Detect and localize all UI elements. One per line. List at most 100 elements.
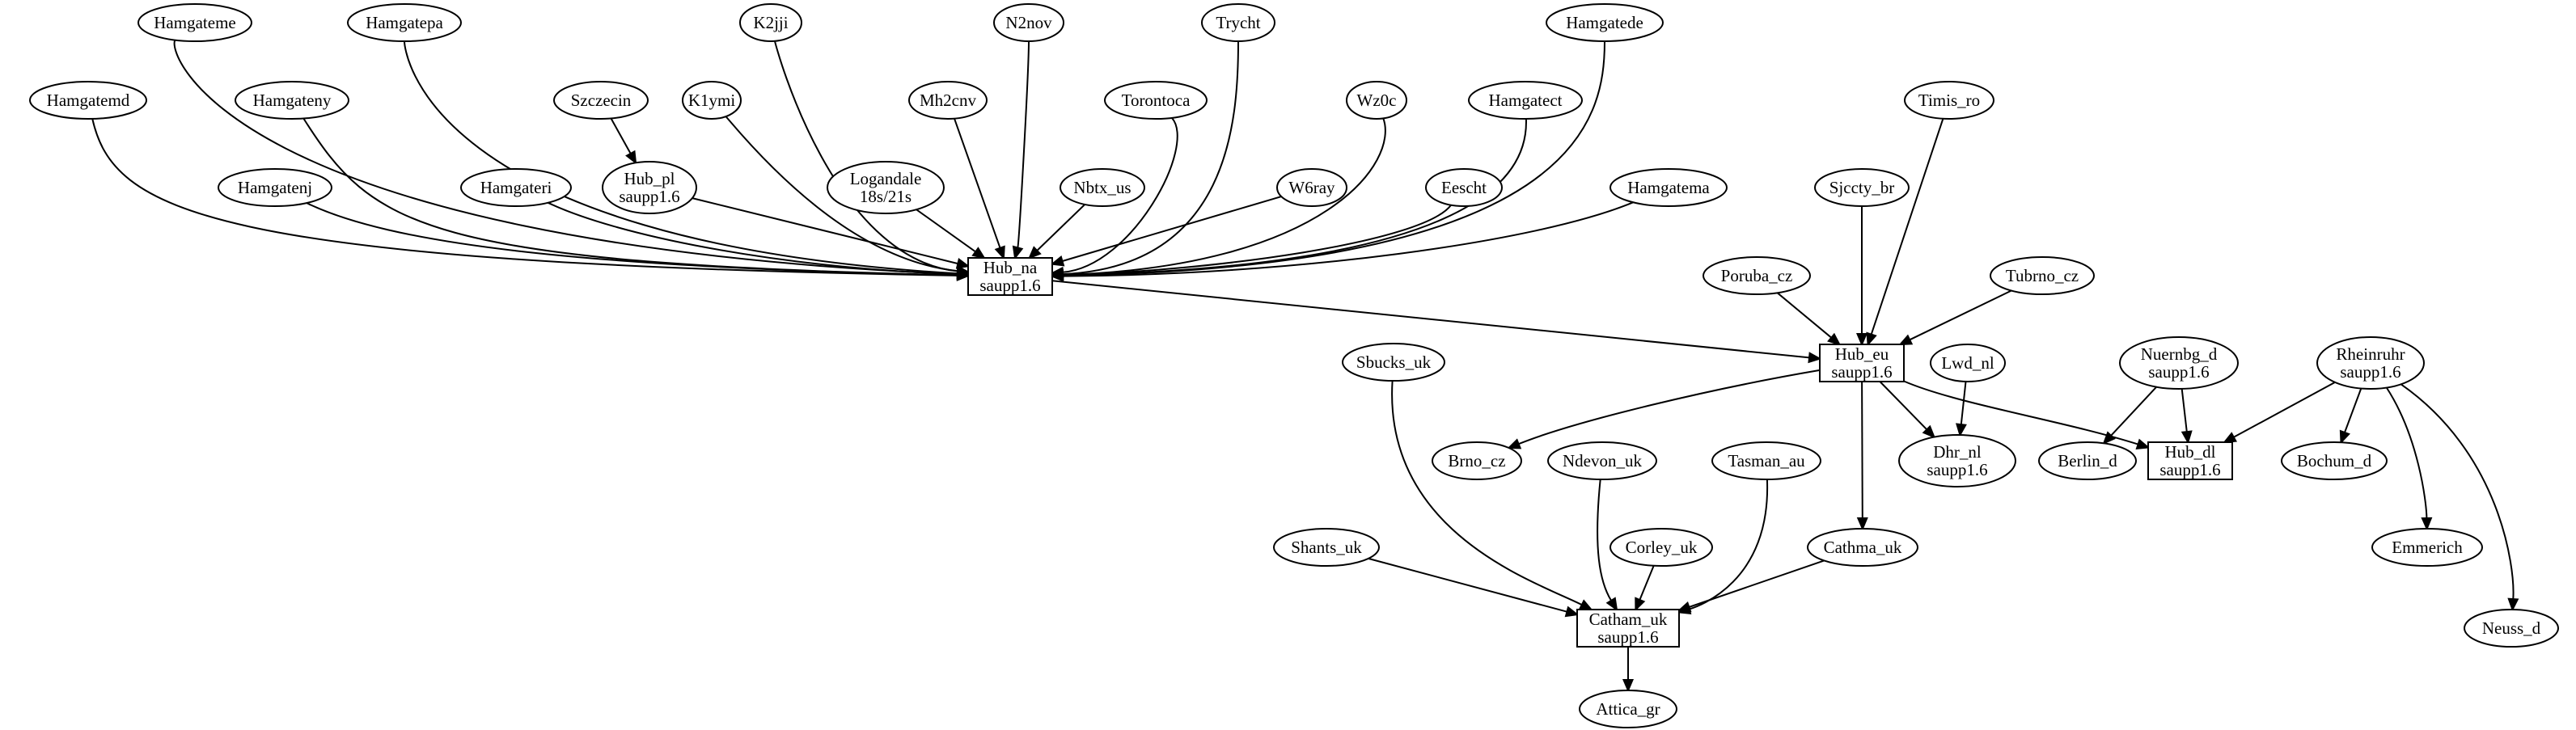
node-ndevon-uk: Ndevon_uk: [1547, 441, 1657, 480]
edge-line: [1391, 380, 1583, 606]
edge-line: [954, 118, 1001, 249]
node-emmerich: Emmerich: [2371, 528, 2483, 567]
edge-line: [1879, 381, 1928, 430]
edge-line: [916, 209, 976, 253]
node-label: Hamgateme: [154, 13, 235, 32]
node-ellipse: [1060, 168, 1145, 207]
edge-line: [2344, 388, 2362, 433]
node-mh2cnv: Mh2cnv: [908, 81, 988, 120]
edge-line: [1062, 201, 1634, 277]
node-label: Sjccty_br: [1829, 178, 1894, 197]
edge-line: [1639, 565, 1655, 601]
edge-trycht-to-hub-na: [1050, 40, 1239, 281]
edge-line: [1062, 40, 1239, 276]
node-label: saupp1.6: [2148, 362, 2209, 382]
edge-line: [725, 116, 958, 272]
node-bochum-d: Bochum_d: [2281, 441, 2388, 480]
edge-line: [1062, 118, 1386, 276]
edge-hamgatede-to-hub-na: [1050, 40, 1605, 281]
node-label: K1ymi: [688, 91, 736, 110]
node-ellipse: [602, 161, 697, 214]
node-label: Nuernbg_d: [2141, 344, 2218, 364]
edge-hub-eu-to-dhr-nl: [1879, 381, 1936, 439]
node-ellipse: [1930, 344, 2006, 382]
node-label: 18s/21s: [860, 187, 912, 206]
node-box: [2147, 441, 2233, 480]
node-label: saupp1.6: [619, 187, 679, 206]
edge-tubrno-cz-to-hub-eu: [1898, 289, 2012, 346]
node-ellipse: [1711, 441, 1821, 480]
edge-shants-uk-to-catham-uk: [1368, 557, 1580, 618]
node-ellipse: [827, 161, 945, 214]
node-label: Nbtx_us: [1073, 178, 1131, 197]
node-ellipse: [1546, 3, 1664, 42]
node-tubrno-cz: Tubrno_cz: [1990, 256, 2095, 295]
node-ellipse: [553, 81, 649, 120]
node-ellipse: [1276, 168, 1347, 207]
node-eescht: Eescht: [1425, 168, 1503, 207]
node-neuss-d: Neuss_d: [2464, 609, 2559, 648]
edge-line: [173, 39, 958, 276]
edge-sbucks-uk-to-catham-uk: [1391, 380, 1593, 611]
arrowhead-icon: [956, 268, 971, 281]
edge-hub-na-to-hub-eu: [1051, 280, 1822, 364]
node-ellipse: [1201, 3, 1275, 42]
edge-hub-pl-to-hub-na: [692, 197, 971, 269]
node-label: Hamgatect: [1489, 91, 1563, 110]
edge-nuernbg-d-to-hub-dl: [2181, 388, 2193, 445]
node-hamgatemd: Hamgatemd: [29, 81, 147, 120]
arrowhead-icon: [994, 245, 1005, 260]
node-ellipse: [1898, 434, 2016, 487]
edge-nbtx-us-to-hub-na: [1027, 204, 1085, 260]
node-corley-uk: Corley_uk: [1609, 528, 1713, 567]
arrowhead-icon: [2135, 438, 2151, 450]
arrowhead-icon: [1027, 246, 1042, 260]
node-ellipse: [993, 3, 1064, 42]
node-label: Emmerich: [2392, 538, 2463, 557]
node-ellipse: [1807, 528, 1918, 567]
node-label: Mh2cnv: [920, 91, 976, 110]
edge-line: [1903, 380, 2138, 445]
edge-line: [1689, 479, 1768, 610]
node-label: Poruba_cz: [1721, 266, 1793, 285]
edge-rheinruhr-to-neuss-d: [2400, 383, 2519, 612]
arrowhead-icon: [2421, 517, 2433, 531]
node-box: [967, 257, 1053, 296]
edge-hamgateme-to-hub-na: [173, 39, 971, 281]
node-ellipse: [1990, 256, 2095, 295]
node-label: Sbucks_uk: [1356, 352, 1432, 372]
node-ellipse: [2316, 336, 2425, 390]
edge-timis-ro-to-hub-eu: [1866, 118, 1944, 347]
edge-line: [1051, 280, 1810, 359]
edge-corley-uk-to-catham-uk: [1635, 565, 1655, 612]
node-label: saupp1.6: [2159, 460, 2220, 479]
node-label: K2jji: [753, 13, 788, 32]
node-label: Dhr_nl: [1933, 442, 1982, 462]
node-ellipse: [2119, 336, 2239, 390]
node-label: saupp1.6: [979, 276, 1040, 295]
edge-line: [1960, 381, 1967, 425]
node-hamgatect: Hamgatect: [1468, 81, 1583, 120]
node-brno-cz: Brno_cz: [1432, 441, 1522, 480]
edge-line: [1368, 557, 1567, 613]
node-label: Hamgatenj: [238, 178, 312, 197]
node-ellipse: [1273, 528, 1380, 567]
edge-lwd-nl-to-dhr-nl: [1956, 381, 1967, 437]
node-ellipse: [1609, 528, 1713, 567]
edge-line: [2110, 386, 2158, 437]
node-hamgateri: Hamgateri: [460, 168, 572, 207]
node-ellipse: [29, 81, 147, 120]
node-label: Cathma_uk: [1824, 538, 1902, 557]
node-ellipse: [739, 3, 802, 42]
node-label: Timis_ro: [1918, 91, 1980, 110]
node-ellipse: [1547, 441, 1657, 480]
arrowhead-icon: [1922, 424, 1936, 439]
node-hamgateme: Hamgateme: [137, 3, 252, 42]
edge-line: [1861, 381, 1863, 519]
arrowhead-icon: [2181, 430, 2193, 445]
edge-poruba-cz-to-hub-eu: [1776, 292, 1842, 346]
